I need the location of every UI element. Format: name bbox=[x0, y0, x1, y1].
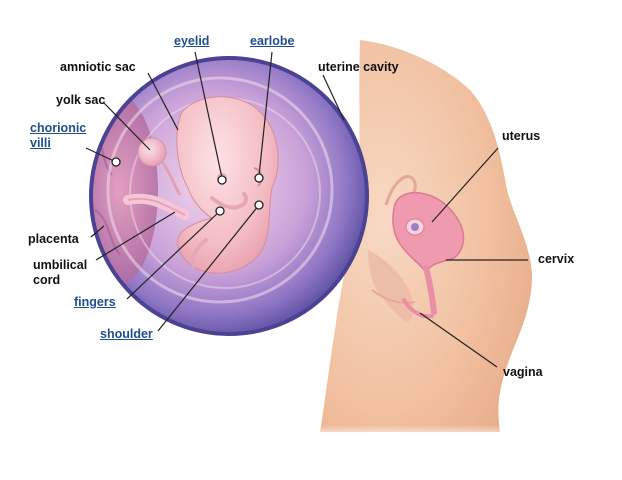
label-placenta: placenta bbox=[28, 232, 79, 246]
label-earlobe[interactable]: earlobe bbox=[250, 34, 295, 48]
label-chorionic-villi[interactable]: chorionic villi bbox=[30, 121, 87, 150]
earlobe-marker-icon bbox=[254, 173, 264, 183]
fingers-marker-icon bbox=[215, 206, 225, 216]
magnified-amniotic-sac bbox=[89, 56, 369, 336]
label-eyelid[interactable]: eyelid bbox=[174, 34, 210, 48]
label-uterus: uterus bbox=[502, 129, 541, 143]
label-yolk-sac: yolk sac bbox=[56, 93, 106, 107]
eyelid-marker-icon bbox=[217, 175, 227, 185]
label-shoulder[interactable]: shoulder bbox=[100, 327, 153, 341]
leader-lines bbox=[85, 51, 528, 368]
label-fingers[interactable]: fingers bbox=[74, 295, 116, 309]
label-amniotic-sac: amniotic sac bbox=[60, 60, 136, 74]
label-umbilical-cord: umbilical cord bbox=[33, 258, 88, 287]
chorionic-villi-marker-icon bbox=[111, 157, 121, 167]
torso-illustration bbox=[300, 40, 540, 440]
label-cervix: cervix bbox=[538, 252, 575, 266]
label-vagina: vagina bbox=[503, 365, 543, 379]
label-uterine-cavity: uterine cavity bbox=[318, 60, 399, 74]
shoulder-marker-icon bbox=[254, 200, 264, 210]
hotspot-markers bbox=[111, 157, 264, 216]
